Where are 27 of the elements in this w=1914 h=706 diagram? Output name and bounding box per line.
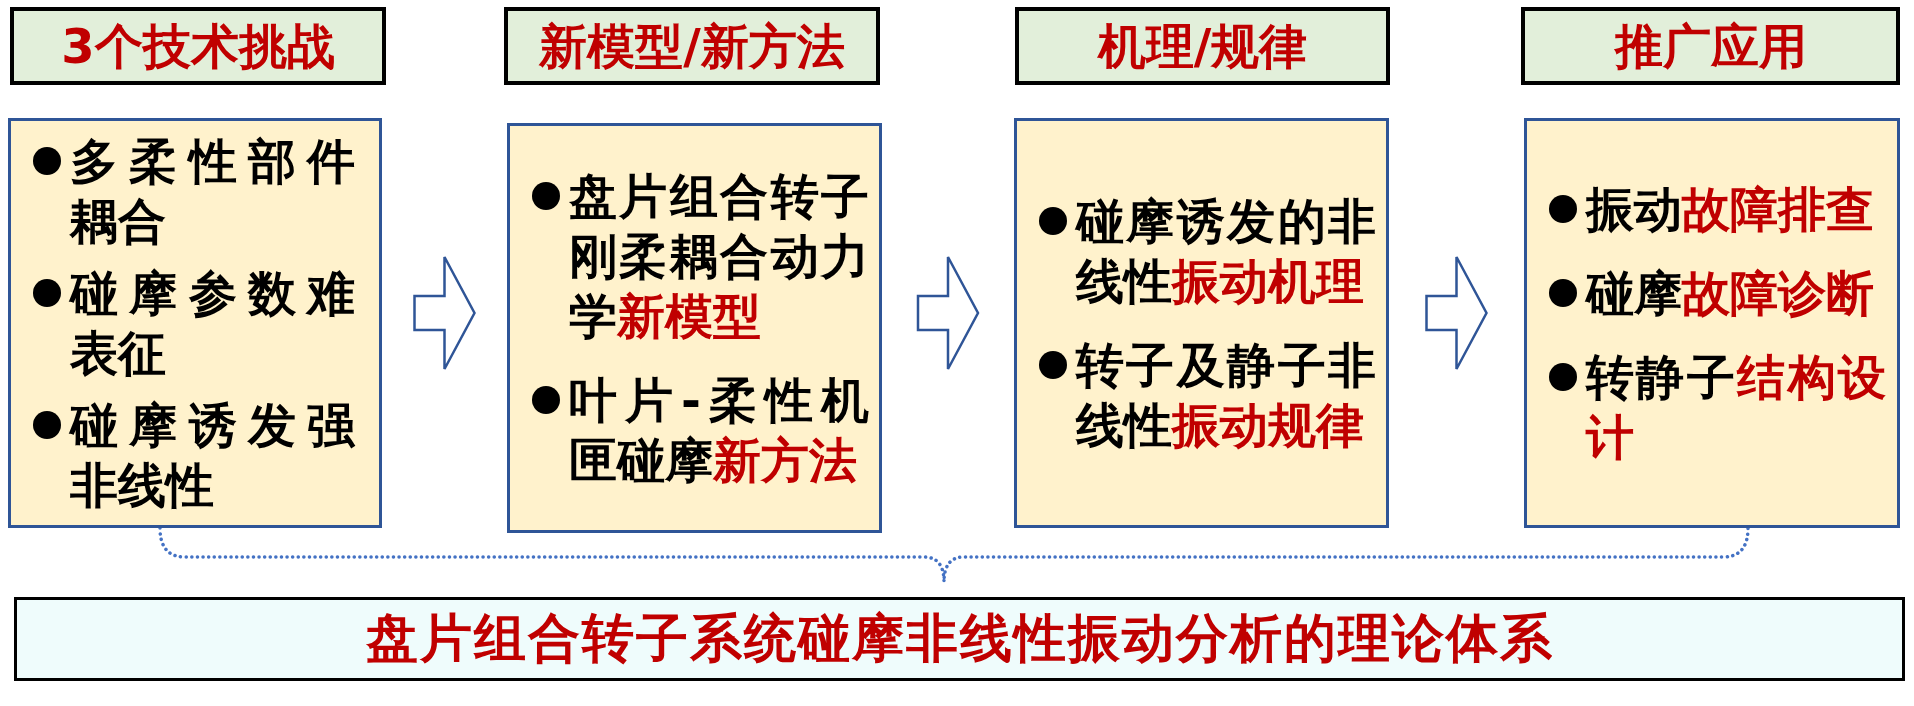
header-text: 机理/规律 bbox=[1097, 19, 1308, 73]
header-box bbox=[1521, 7, 1900, 85]
header-text: 3个技术挑战 bbox=[61, 19, 335, 73]
content-box bbox=[1524, 118, 1900, 528]
content-box bbox=[1014, 118, 1389, 528]
bullet-text: 碰摩参数难表征 bbox=[70, 264, 355, 383]
block-arrow bbox=[916, 255, 980, 371]
bullet-text: 碰摩故障诊断 bbox=[1586, 264, 1875, 323]
bullet-text: 多柔性部件耦合 bbox=[70, 132, 355, 251]
bullet-text: 叶片-柔性机匣碰摩新方法 bbox=[569, 371, 869, 490]
header-box bbox=[1015, 7, 1390, 85]
bullet-text: 盘片组合转子刚柔耦合动力学新模型 bbox=[569, 167, 869, 346]
bullet-text: 转子及静子非线性振动规律 bbox=[1076, 336, 1376, 455]
block-arrow bbox=[1425, 255, 1488, 371]
header-text: 新模型/新方法 bbox=[539, 19, 845, 73]
bullet-text: 碰摩诱发的非线性振动机理 bbox=[1076, 192, 1376, 311]
content-box bbox=[8, 118, 382, 528]
summary-text: 盘片组合转子系统碰摩非线性振动分析的理论体系 bbox=[365, 610, 1554, 668]
bullet-text: 振动故障排查 bbox=[1586, 180, 1875, 239]
header-box bbox=[10, 7, 386, 85]
bullet-text: 转静子结构设计 bbox=[1586, 348, 1886, 467]
summary-box bbox=[14, 597, 1905, 681]
header-text: 推广应用 bbox=[1614, 19, 1807, 73]
bullet-text: 碰摩诱发强非线性 bbox=[70, 396, 355, 515]
content-box bbox=[507, 123, 882, 533]
header-box bbox=[504, 7, 880, 85]
block-arrow bbox=[413, 255, 476, 371]
